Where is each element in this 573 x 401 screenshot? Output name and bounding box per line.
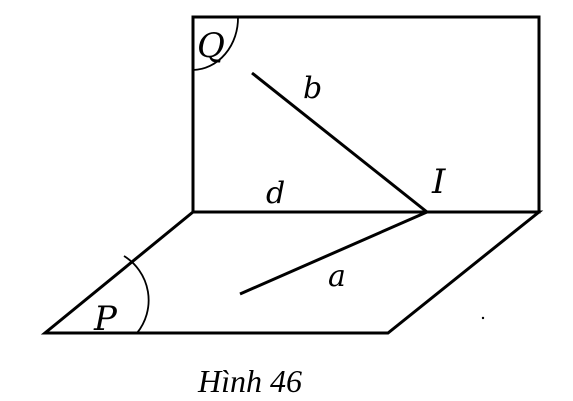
point-i-label: I bbox=[431, 162, 446, 202]
line-d-label: d bbox=[266, 176, 285, 211]
line-a-label: a bbox=[328, 259, 346, 294]
stray-dot bbox=[481, 316, 485, 320]
line-a bbox=[239, 210, 428, 296]
line-b bbox=[251, 71, 428, 214]
line-b-label: b bbox=[303, 71, 322, 106]
figure-caption: Hình 46 bbox=[197, 363, 302, 399]
plane-q-arc bbox=[192, 16, 239, 71]
plane-q-label: Q bbox=[197, 26, 225, 66]
plane-p-arc bbox=[123, 255, 150, 334]
plane-q bbox=[191, 15, 541, 214]
plane-p-label: P bbox=[93, 299, 118, 339]
